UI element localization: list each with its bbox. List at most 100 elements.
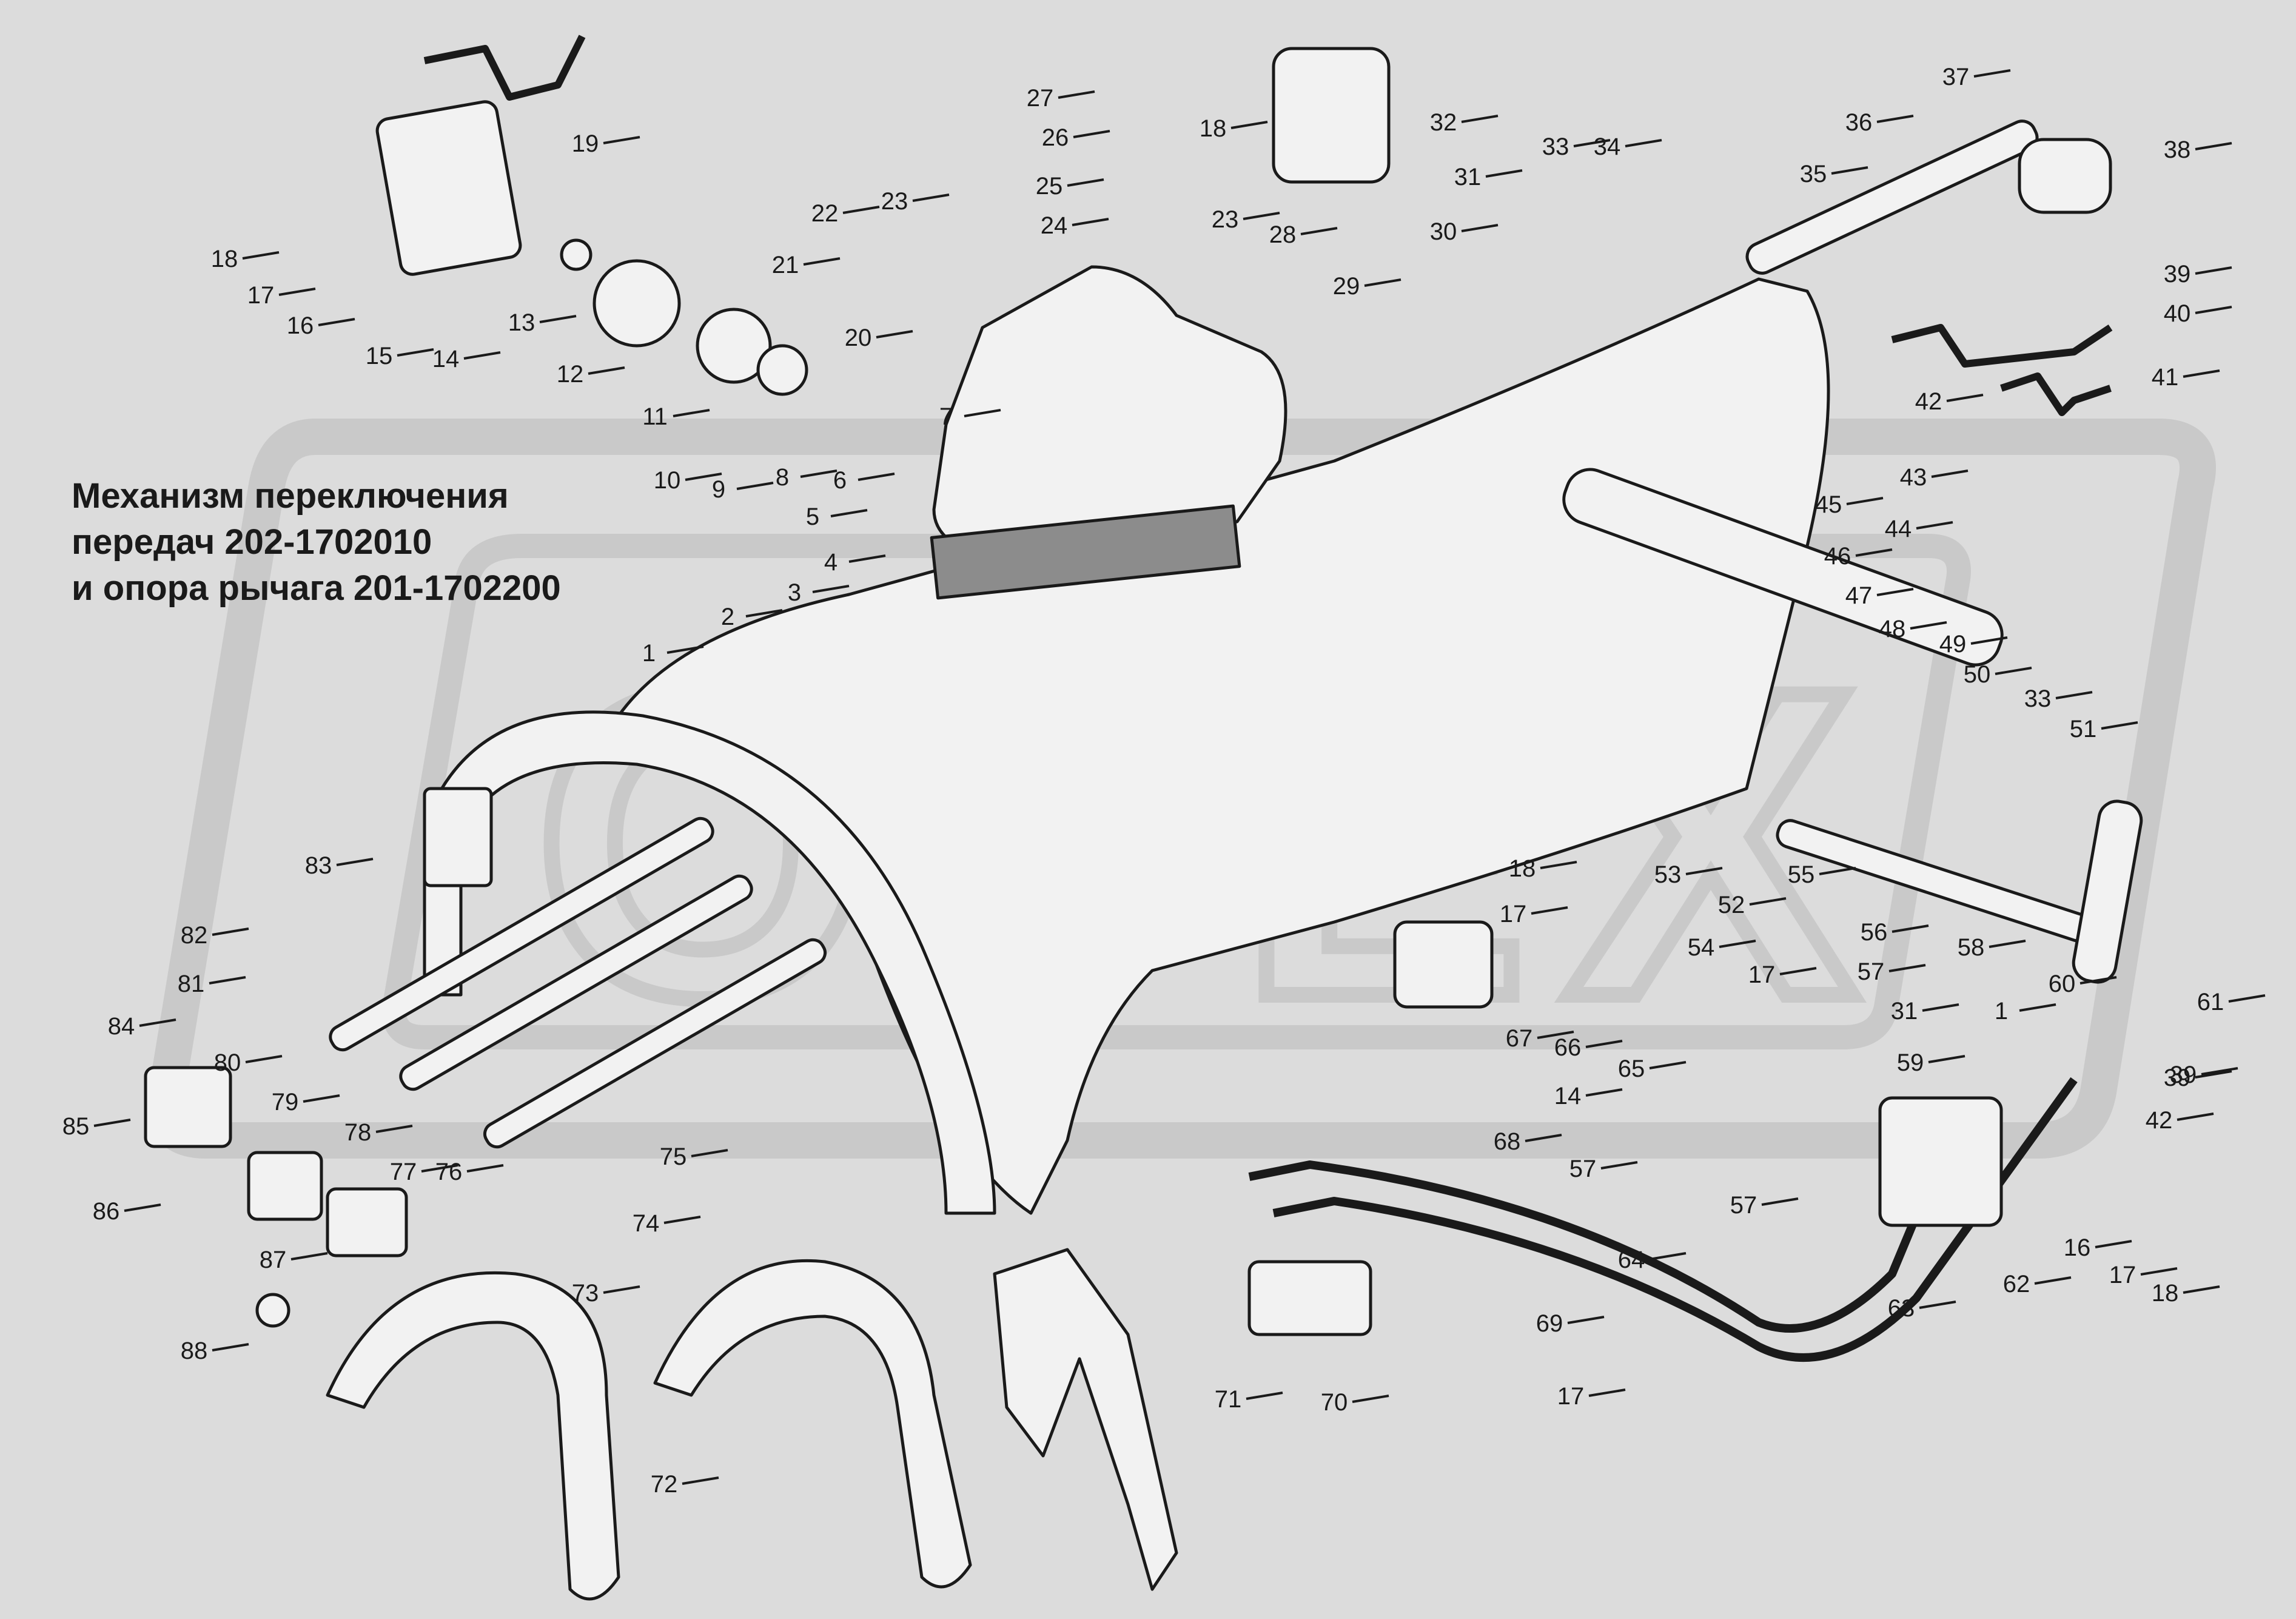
leader-line xyxy=(1685,867,1723,875)
callout-88: 88 xyxy=(181,1338,208,1364)
leader-line xyxy=(2140,1267,2178,1276)
callout-26: 26 xyxy=(1042,124,1069,151)
callout-42b: 42 xyxy=(2146,1107,2173,1134)
callout-31: 31 xyxy=(1454,164,1482,190)
leader-line xyxy=(1540,861,1577,869)
leader-line xyxy=(830,509,868,517)
callout-18c: 18 xyxy=(1509,855,1536,882)
callout-67: 67 xyxy=(1506,1025,1533,1052)
callout-labels: 1 2 3 4 5 6 7 8 9 10 11 12 13 14 15 16 1… xyxy=(62,64,2224,1498)
leader-line xyxy=(1946,394,1984,402)
callout-6: 6 xyxy=(833,467,847,494)
air-line-63 xyxy=(1272,1077,2078,1362)
leader-line xyxy=(2055,691,2093,699)
callout-1: 1 xyxy=(642,640,656,667)
leader-line xyxy=(812,585,850,593)
callout-33: 33 xyxy=(1542,133,1569,160)
leader-line xyxy=(2034,1276,2072,1285)
callout-39c: 39 xyxy=(2164,1065,2191,1091)
leader-line xyxy=(466,1164,504,1173)
callout-1b: 1 xyxy=(1995,998,2008,1025)
leader-line xyxy=(1919,1301,1956,1309)
callout-23b: 23 xyxy=(1212,206,1239,233)
leader-line xyxy=(1072,218,1109,226)
pipe-41 xyxy=(2000,372,2112,416)
bracket-70 xyxy=(1247,1260,1372,1336)
cylinder-45 xyxy=(1562,468,2004,667)
leader-line xyxy=(2201,1067,2238,1075)
leader-line xyxy=(1067,178,1104,187)
leader-line xyxy=(2195,1070,2232,1079)
leader-line xyxy=(2019,1003,2056,1012)
leader-line xyxy=(2177,1112,2214,1121)
callout-79: 79 xyxy=(272,1089,299,1116)
callout-59: 59 xyxy=(1897,1049,1924,1076)
callout-56: 56 xyxy=(1861,919,1888,946)
callout-70: 70 xyxy=(1321,1389,1348,1416)
fork-73-right xyxy=(653,1259,972,1589)
callout-62: 62 xyxy=(2003,1271,2030,1298)
leader-line xyxy=(212,927,249,936)
callout-76: 76 xyxy=(435,1159,463,1185)
callout-47: 47 xyxy=(1845,582,1873,609)
callout-57: 57 xyxy=(1858,958,1885,985)
title-line-3: и опора рычага 201-1702200 xyxy=(72,568,561,608)
bell-housing xyxy=(423,710,996,1215)
callout-4: 4 xyxy=(824,549,838,576)
callout-12: 12 xyxy=(557,361,584,388)
callout-68: 68 xyxy=(1494,1128,1521,1155)
leader-line xyxy=(1831,166,1868,175)
leader-line xyxy=(964,409,1001,417)
leader-line xyxy=(1888,964,1926,972)
callout-36: 36 xyxy=(1845,109,1873,136)
leader-line xyxy=(1585,1088,1623,1097)
callout-40: 40 xyxy=(2164,300,2191,327)
leader-line xyxy=(1352,1395,1389,1403)
callout-73: 73 xyxy=(572,1280,599,1307)
leader-line xyxy=(673,409,710,417)
callout-60: 60 xyxy=(2049,971,2076,997)
leader-line xyxy=(603,1285,640,1294)
leader-line xyxy=(1525,1134,1562,1142)
bearing-9 xyxy=(756,344,808,396)
callout-48: 48 xyxy=(1879,616,1906,642)
callout-8: 8 xyxy=(776,464,789,491)
callout-52: 52 xyxy=(1718,892,1745,918)
callout-17b: 17 xyxy=(2109,1262,2137,1288)
leader-line xyxy=(139,1018,176,1027)
leader-line xyxy=(1485,169,1523,178)
leader-line xyxy=(1876,588,1914,596)
callout-81: 81 xyxy=(178,971,205,997)
callout-45: 45 xyxy=(1815,491,1842,518)
leader-line xyxy=(397,348,434,357)
leader-line xyxy=(2183,1285,2220,1294)
leader-line xyxy=(463,351,501,360)
callout-50: 50 xyxy=(1964,661,1991,688)
fork-73-left xyxy=(326,1271,620,1601)
leader-line xyxy=(1922,1003,1959,1012)
callout-17d: 17 xyxy=(1748,961,1776,988)
callout-65: 65 xyxy=(1618,1055,1645,1082)
leader-line xyxy=(1073,130,1110,138)
leader-line xyxy=(1910,621,1947,630)
leader-line xyxy=(1461,224,1499,232)
leader-line xyxy=(1537,1031,1574,1039)
callout-9: 9 xyxy=(712,476,725,503)
callout-51: 51 xyxy=(2070,716,2097,742)
callout-7: 7 xyxy=(939,403,953,430)
callout-35: 35 xyxy=(1800,161,1827,187)
leader-line xyxy=(2195,142,2232,150)
rail-75 xyxy=(483,938,827,1149)
callout-29: 29 xyxy=(1333,273,1360,300)
bracket-83 xyxy=(423,787,493,887)
rail-80 xyxy=(329,816,714,1052)
leader-line xyxy=(318,318,355,326)
leader-line xyxy=(685,473,722,481)
callout-18b: 18 xyxy=(2152,1280,2179,1307)
callout-53: 53 xyxy=(1654,861,1682,888)
callout-69: 69 xyxy=(1536,1310,1563,1337)
leader-line xyxy=(876,330,913,338)
valve-32 xyxy=(1272,47,1391,184)
callout-46: 46 xyxy=(1824,543,1851,570)
